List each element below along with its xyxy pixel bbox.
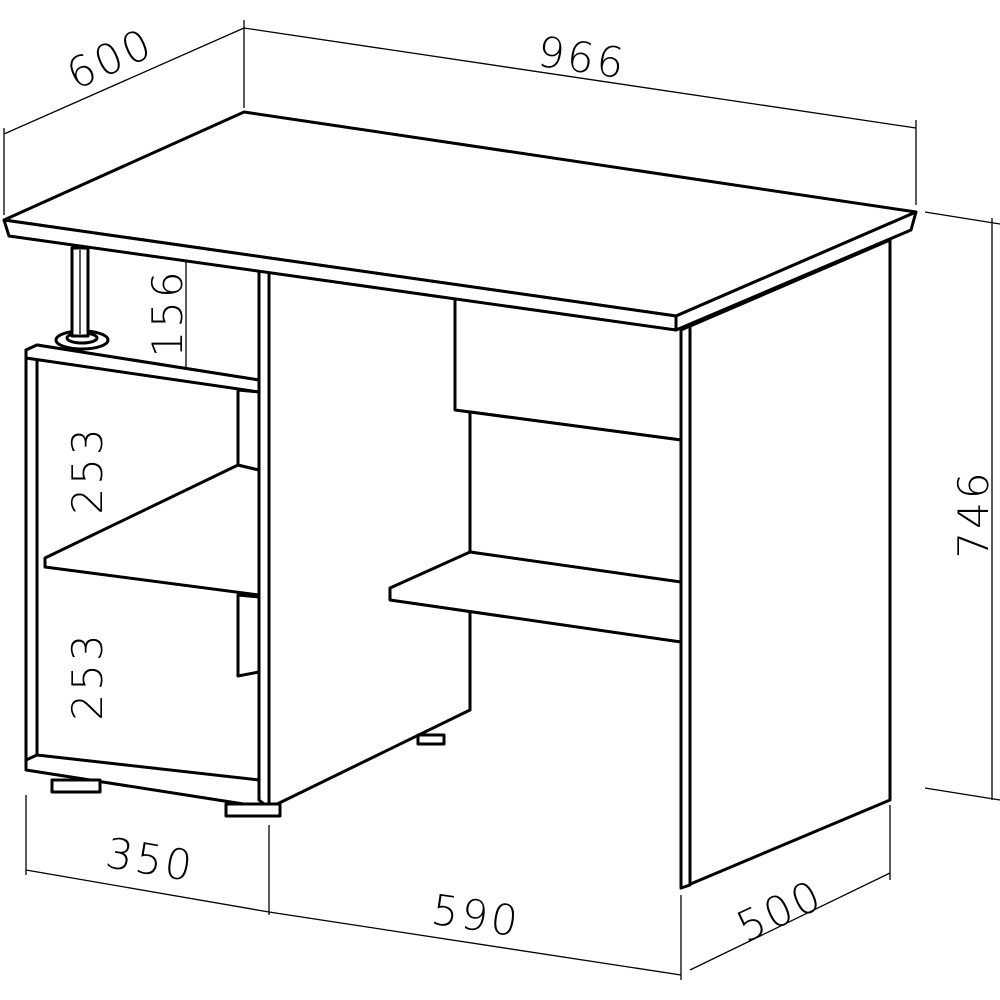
extension-line: [924, 211, 1000, 225]
width-590-dimension-line: [268, 911, 682, 976]
pedestal-foot: [50, 778, 102, 794]
dimension-label-top-width: 966: [534, 27, 629, 89]
dimension-label-lower-shelf-gap: 253: [63, 631, 112, 720]
pedestal-left-side-edge: [24, 343, 39, 769]
dimension-label-upper-shelf-gap: 156: [143, 268, 192, 357]
right-side-panel: [679, 238, 892, 890]
pedestal-right-panel: [267, 266, 472, 810]
dimension-label-side-depth: 500: [729, 870, 831, 952]
dimension-label-knee-space-width: 590: [428, 885, 523, 947]
dimension-label-middle-shelf-gap: 253: [63, 425, 112, 514]
depth-600-dimension-line: [3, 27, 245, 135]
depth-500-dimension-line: [689, 872, 891, 971]
desktop-side-edge: [674, 210, 918, 332]
pedestal-back-inner: [236, 593, 261, 678]
support-leg: [54, 246, 110, 351]
pedestal-foot: [224, 802, 282, 818]
left-pedestal: [24, 264, 472, 818]
pedestal-back-inner: [236, 388, 261, 472]
extension-line: [924, 787, 1000, 801]
pedestal-foot: [416, 733, 446, 746]
dimension-label-shelf-unit-width: 350: [102, 828, 198, 891]
desk-top: [2, 110, 918, 332]
width-966-dimension-line: [243, 27, 917, 129]
width-350-dimension-line: [25, 869, 270, 913]
right-assembly: [388, 238, 892, 890]
dimension-label-height: 746: [949, 469, 998, 558]
right-side-panel-edge: [679, 324, 692, 890]
